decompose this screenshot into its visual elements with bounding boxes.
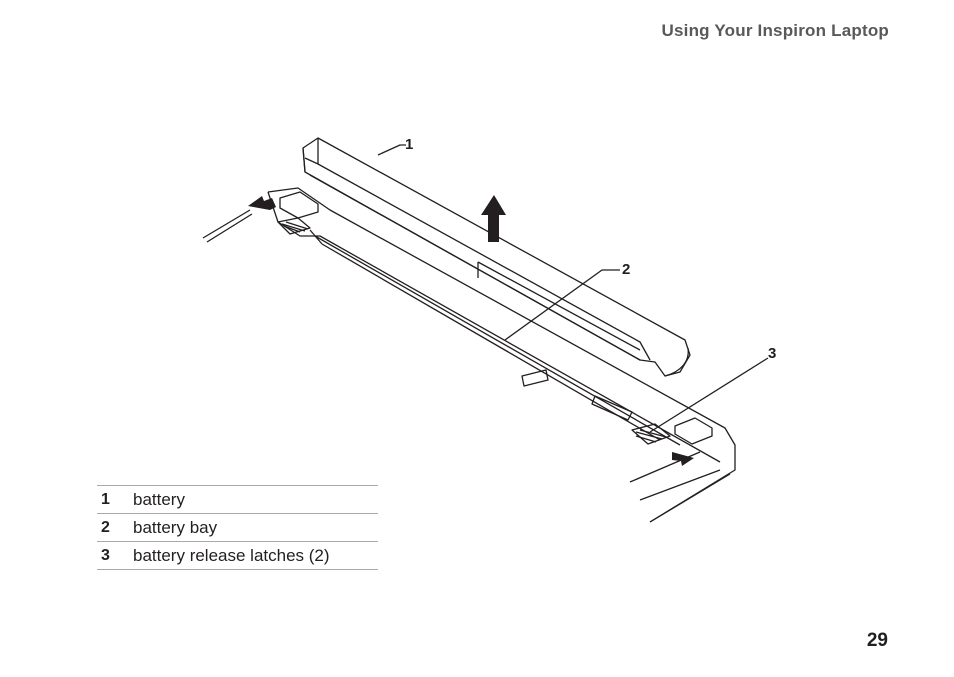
battery-bay-illustration — [202, 187, 736, 523]
page-header-title: Using Your Inspiron Laptop — [661, 21, 889, 40]
legend-number: 1 — [101, 490, 110, 508]
legend-number: 2 — [101, 518, 110, 536]
legend-row: 3 battery release latches (2) — [97, 542, 378, 570]
push-left-arrow-icon — [248, 196, 276, 210]
callout-1: 1 — [405, 136, 413, 153]
callout-3: 3 — [768, 345, 776, 362]
legend-row: 1 battery — [97, 486, 378, 514]
callout-1-leader — [377, 144, 406, 156]
callout-3-leader — [649, 357, 769, 433]
battery-illustration — [302, 137, 691, 377]
legend-text: battery release latches (2) — [133, 545, 330, 565]
legend-text: battery bay — [133, 517, 218, 537]
right-release-latch — [631, 417, 713, 445]
legend-text: battery — [133, 489, 185, 509]
callout-2-leader — [504, 269, 620, 341]
callout-2: 2 — [622, 261, 630, 278]
legend-row: 2 battery bay — [97, 514, 378, 542]
page-number: 29 — [866, 630, 888, 651]
lift-arrow-icon — [481, 195, 506, 242]
legend-number: 3 — [101, 546, 110, 564]
push-right-arrow-icon — [672, 452, 694, 466]
left-release-latch — [277, 191, 319, 235]
callout-legend: 1 battery 2 battery bay 3 battery releas… — [97, 485, 378, 570]
